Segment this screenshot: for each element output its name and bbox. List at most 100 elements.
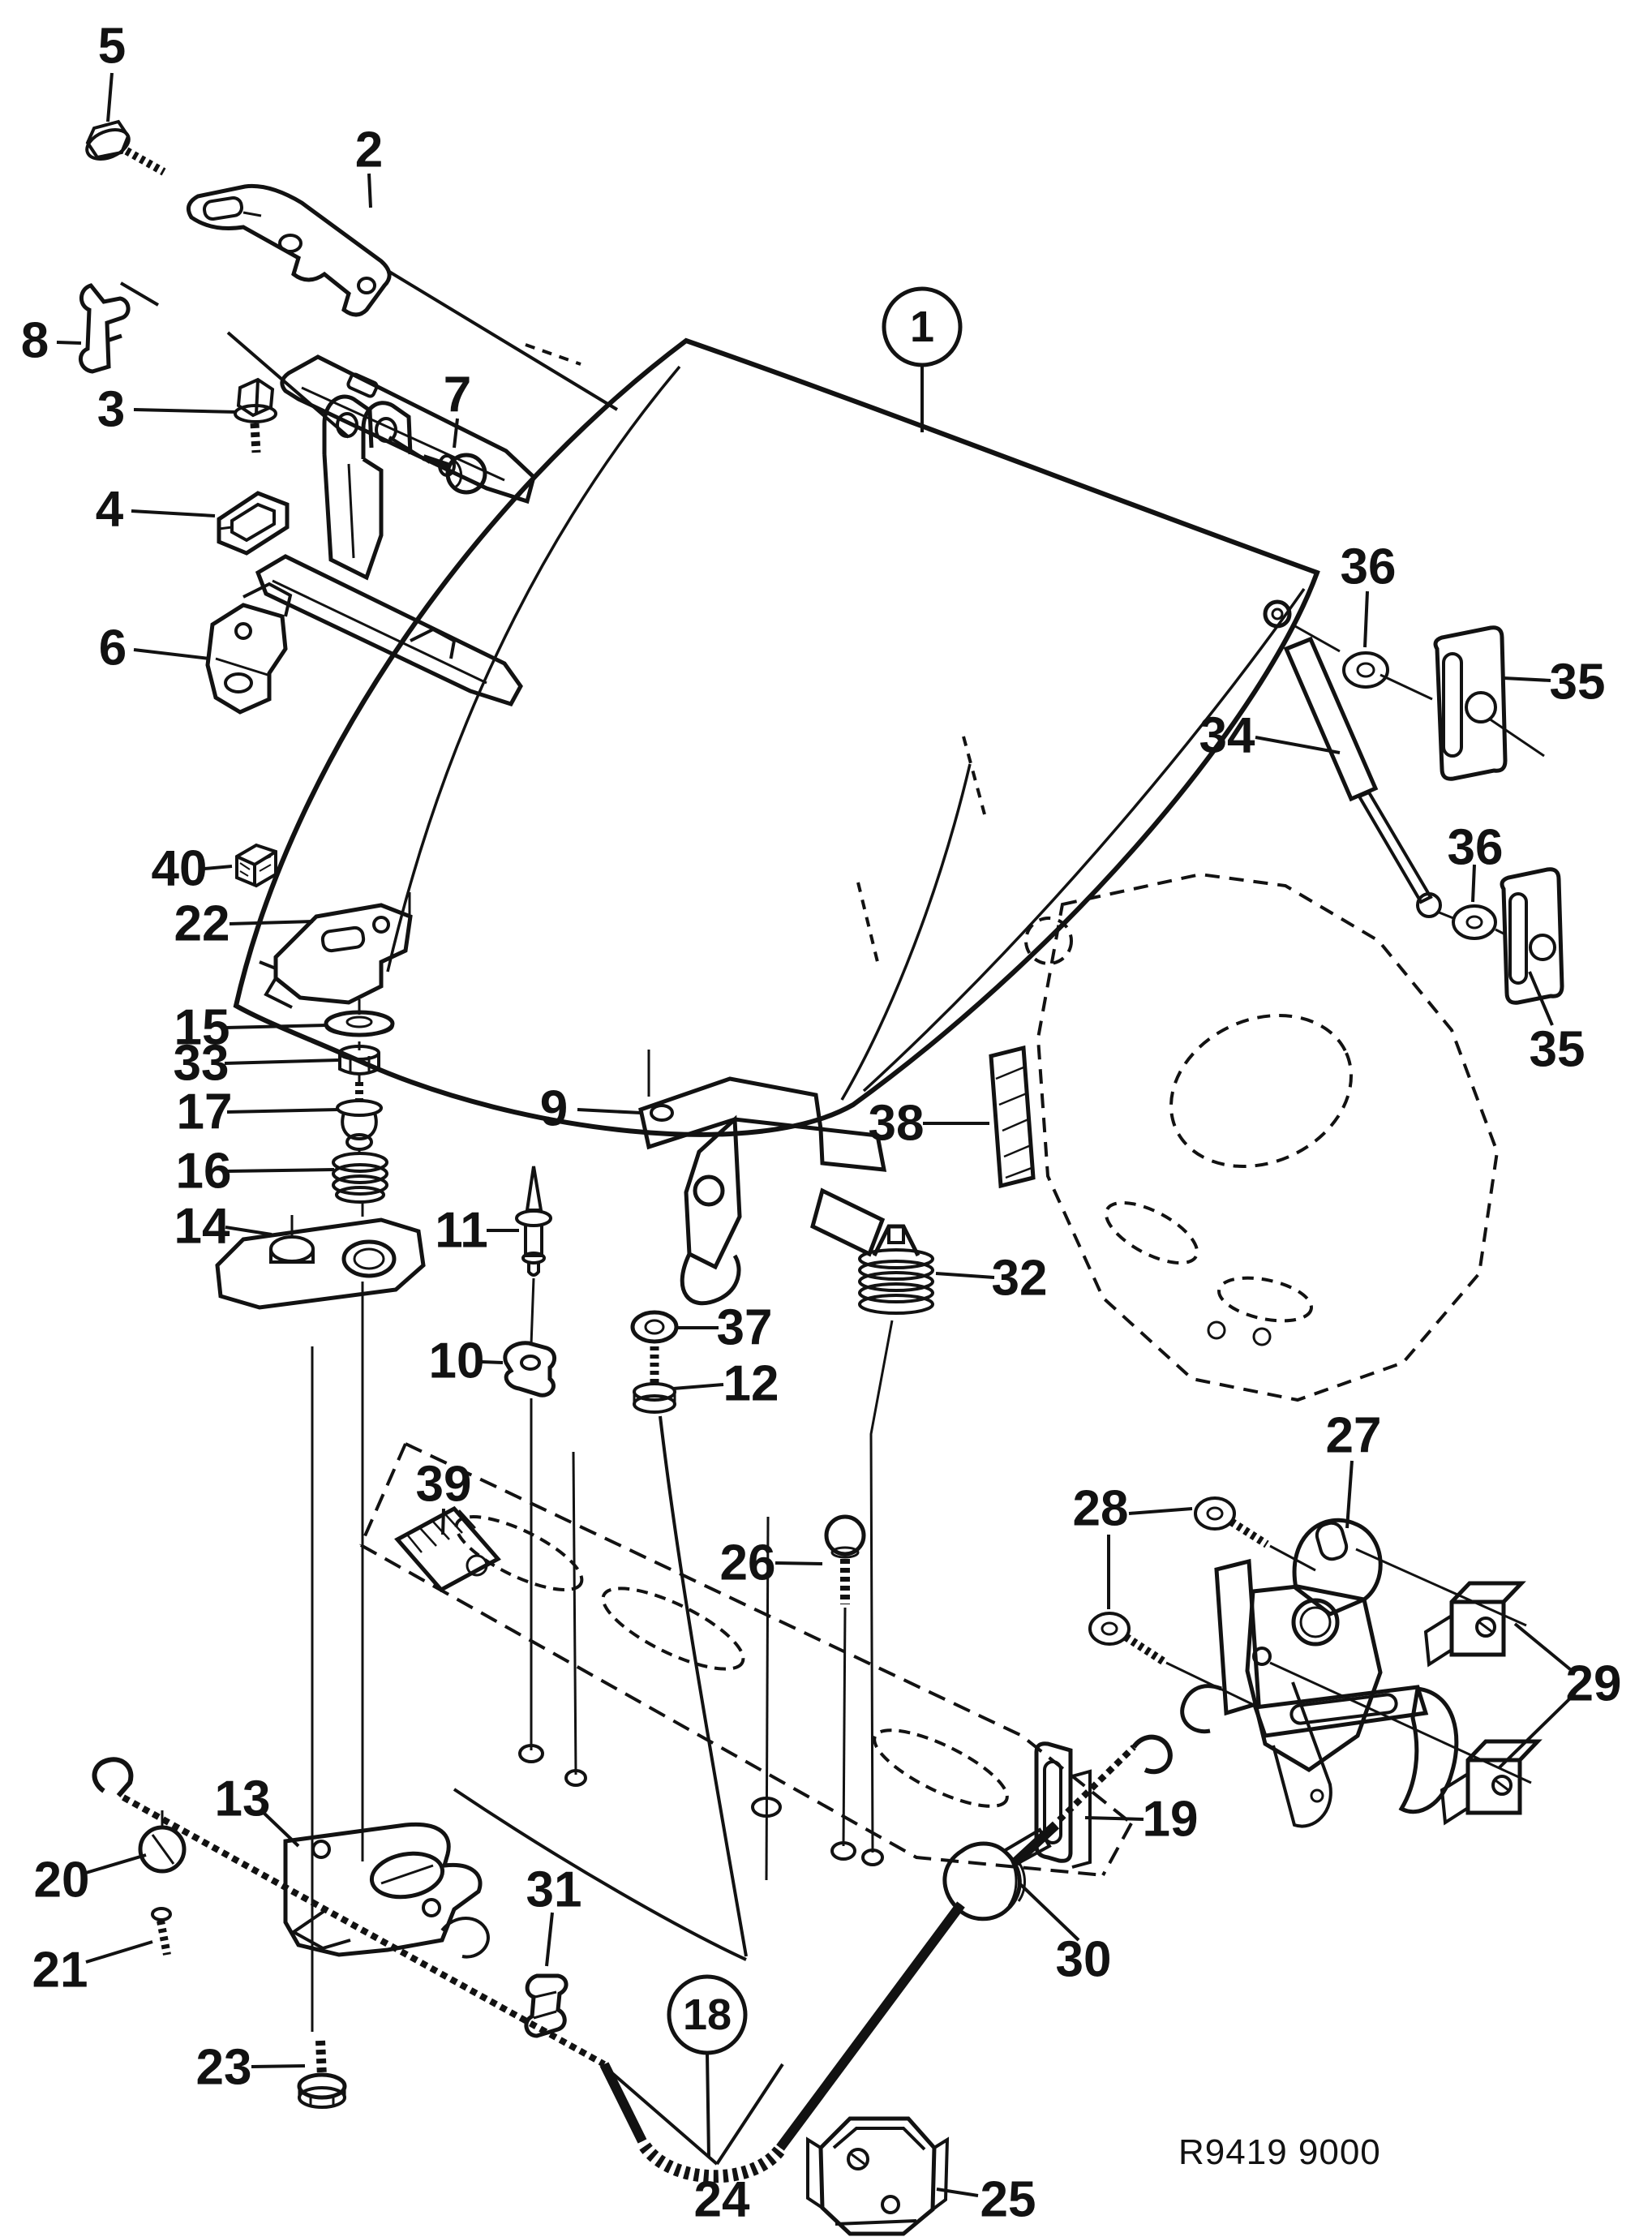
leader-line bbox=[1497, 1697, 1572, 1770]
buffer-32 bbox=[858, 1224, 934, 1315]
leader-line bbox=[85, 1853, 147, 1874]
bolt-5 bbox=[85, 119, 166, 176]
leader-line bbox=[260, 1810, 300, 1848]
clip-8 bbox=[79, 283, 131, 374]
callout-28: 28 bbox=[1073, 1481, 1193, 1609]
leader-line bbox=[605, 2067, 719, 2166]
callout-number: 18 bbox=[683, 1990, 732, 2039]
callout-number: 40 bbox=[152, 841, 208, 897]
callout-10: 10 bbox=[429, 1333, 504, 1389]
callout-36: 36 bbox=[1341, 539, 1396, 648]
callout-number: 14 bbox=[174, 1199, 230, 1255]
callout-18: 18 bbox=[667, 1974, 748, 2158]
cable-guide-curve-a bbox=[659, 1415, 748, 1957]
leader-line bbox=[229, 920, 314, 925]
leader-line bbox=[577, 1108, 641, 1114]
callout-circle bbox=[667, 1974, 748, 2055]
front-brackets bbox=[503, 1050, 887, 1414]
clip-10 bbox=[503, 1341, 556, 1398]
screw-21 bbox=[151, 1907, 172, 1956]
hood-right-inner-edge bbox=[862, 587, 1306, 1093]
leader-line bbox=[367, 173, 372, 208]
leader-line bbox=[1513, 1622, 1572, 1671]
callout-number: 25 bbox=[980, 2172, 1036, 2228]
hood-front-crease bbox=[840, 763, 972, 1101]
leader-line bbox=[1018, 1882, 1080, 1942]
strut-cylinder-34 bbox=[1283, 636, 1379, 802]
callout-number: 31 bbox=[526, 1862, 582, 1918]
callout-38: 38 bbox=[869, 1096, 989, 1152]
callout-7: 7 bbox=[444, 367, 471, 449]
callout-40: 40 bbox=[152, 841, 233, 897]
leader-line bbox=[131, 509, 216, 517]
strut-rod bbox=[1357, 790, 1433, 904]
leader-line bbox=[1084, 1816, 1144, 1821]
callout-25: 25 bbox=[936, 2172, 1036, 2228]
axis-lines bbox=[311, 1277, 894, 2032]
callout-number: 10 bbox=[429, 1333, 485, 1389]
leader-line bbox=[545, 1912, 554, 1967]
leader-line bbox=[1503, 676, 1551, 682]
cable-end-hook bbox=[1131, 1734, 1173, 1775]
callout-number: 16 bbox=[176, 1144, 232, 1200]
leader-line bbox=[224, 1058, 339, 1065]
callout-37: 37 bbox=[678, 1300, 772, 1356]
callout-6: 6 bbox=[99, 620, 210, 676]
callout-8: 8 bbox=[21, 313, 82, 369]
callout-number: 13 bbox=[215, 1771, 271, 1827]
hinge-mount-6 bbox=[205, 582, 293, 715]
gas-strut-assembly bbox=[1263, 599, 1564, 1005]
leader-line bbox=[1128, 1507, 1193, 1515]
ref-code: R9419 9000 bbox=[1178, 2132, 1381, 2172]
leader-line bbox=[1255, 736, 1341, 754]
leader-line bbox=[226, 1168, 335, 1173]
leader-line bbox=[225, 1226, 272, 1236]
callout-number: 27 bbox=[1326, 1408, 1382, 1464]
cable-guide-curve-b bbox=[453, 1788, 747, 1961]
plate-14 bbox=[215, 1215, 426, 1310]
callout-17: 17 bbox=[177, 1084, 339, 1140]
callout-11: 11 bbox=[435, 1203, 519, 1259]
hood-dash-mark-c bbox=[856, 882, 881, 969]
foam-strip-39 bbox=[394, 1505, 501, 1593]
hood-dash-mark-b bbox=[962, 736, 986, 815]
callout-2: 2 bbox=[355, 122, 383, 208]
nut-33 bbox=[338, 1045, 380, 1082]
callout-number: 9 bbox=[540, 1081, 568, 1137]
callout-22: 22 bbox=[174, 896, 314, 952]
clip-nut-29-b bbox=[1440, 1739, 1543, 1826]
leader-diagonal-b bbox=[226, 331, 350, 439]
hinge-pivot-bracket bbox=[322, 394, 413, 581]
leader-line bbox=[936, 2188, 979, 2197]
cable-threaded-end bbox=[1057, 1745, 1136, 1823]
handle-plate-13 bbox=[283, 1822, 490, 1959]
leader-line bbox=[672, 1383, 724, 1390]
callout-1: 1 bbox=[882, 286, 963, 432]
clip-35-upper bbox=[1433, 625, 1545, 781]
callout-30: 30 bbox=[1018, 1882, 1112, 1988]
bumper-screw-17 bbox=[336, 1082, 383, 1155]
bump-stop-column bbox=[215, 843, 426, 1310]
callout-35: 35 bbox=[1528, 971, 1585, 1078]
callout-20: 20 bbox=[34, 1853, 147, 1909]
hood-latch-assembly bbox=[1088, 1496, 1543, 1828]
callout-number: 23 bbox=[196, 2040, 252, 2096]
grommet-screw-12 bbox=[633, 1346, 676, 1414]
callout-26: 26 bbox=[720, 1535, 823, 1591]
callout-number: 4 bbox=[96, 482, 124, 538]
screw-28-a bbox=[1194, 1496, 1269, 1548]
callout-number: 8 bbox=[21, 313, 49, 369]
hinge-strap-2 bbox=[186, 183, 392, 317]
callout-23: 23 bbox=[196, 2040, 306, 2096]
callout-13: 13 bbox=[215, 1771, 300, 1848]
screw-26 bbox=[824, 1514, 866, 1604]
callout-4: 4 bbox=[96, 482, 216, 538]
callout-number: 39 bbox=[416, 1457, 472, 1513]
clip-35-lower bbox=[1495, 867, 1564, 1005]
callout-number: 30 bbox=[1056, 1932, 1112, 1988]
strut-rod-end bbox=[1416, 892, 1442, 918]
leader-line bbox=[775, 1561, 823, 1565]
washer-37 bbox=[630, 1310, 679, 1344]
callout-number: 24 bbox=[694, 2172, 750, 2228]
